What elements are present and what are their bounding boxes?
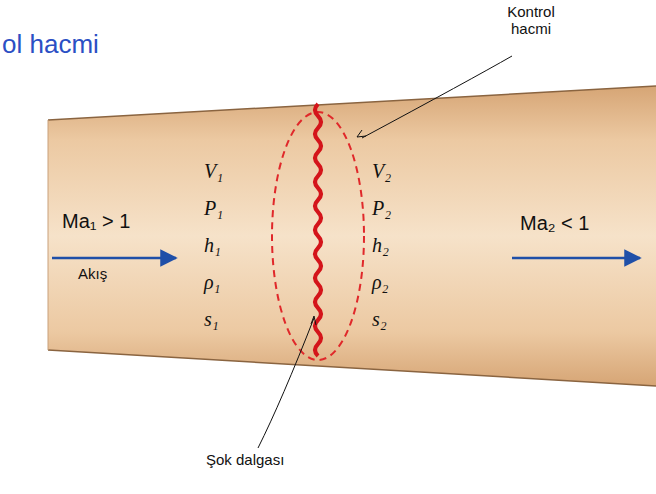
leader-arrowhead	[311, 316, 316, 325]
flow-label: Akış	[78, 266, 107, 283]
state-variable: s₂	[372, 308, 387, 330]
callout-label: Kontrol hacmi	[500, 4, 562, 37]
mach-label: Ma₁ > 1	[62, 210, 130, 232]
state-variable: s₁	[204, 308, 219, 330]
state-variable: h₁	[204, 234, 221, 256]
leader-line	[258, 318, 314, 448]
state-variable: P₁	[204, 197, 223, 219]
duct-body	[48, 86, 656, 386]
duct-wall	[48, 86, 656, 120]
callout-label: Şok dalgası	[206, 452, 284, 469]
state-variable: V₁	[204, 160, 223, 182]
mach-label: Ma₂ < 1	[520, 212, 589, 234]
flow-arrow	[512, 257, 640, 260]
leader-line	[362, 56, 512, 138]
slide-heading: ol hacmi	[2, 30, 99, 59]
state-variable: ρ₁	[204, 271, 221, 293]
duct-wall	[48, 350, 656, 386]
shock-wave	[315, 104, 321, 356]
state-variable: V₂	[372, 160, 391, 182]
state-variable: ρ₂	[372, 271, 389, 293]
state-variable: h₂	[372, 234, 389, 256]
duct-inlet	[48, 120, 49, 350]
state-variable: P₂	[372, 197, 391, 219]
flow-arrow	[52, 257, 176, 260]
leader-arrowhead	[357, 130, 366, 137]
